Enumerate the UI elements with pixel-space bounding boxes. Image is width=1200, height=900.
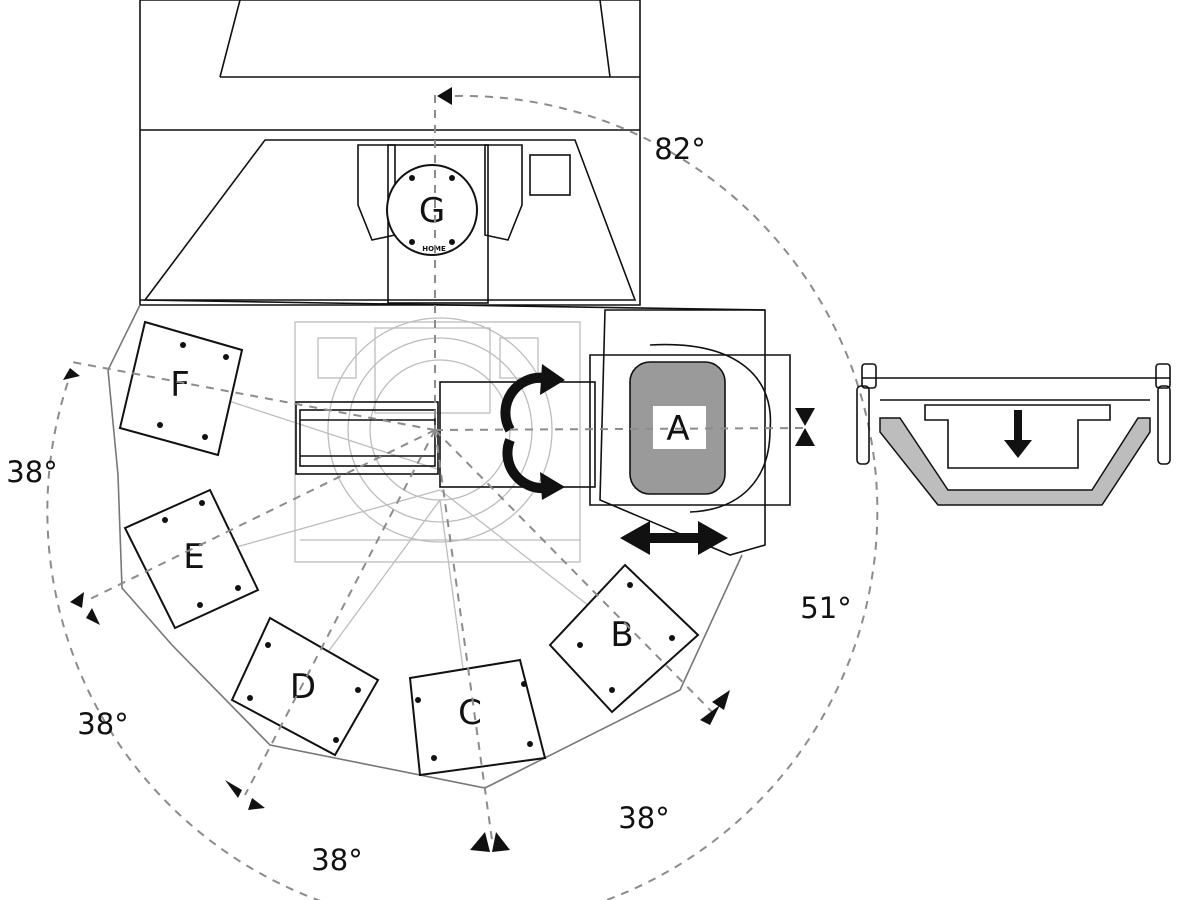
down-arrow-icon	[1004, 410, 1032, 458]
angle-label-a-b: 51°	[800, 591, 851, 625]
center-carriage	[295, 381, 596, 488]
station-d-pad	[230, 616, 380, 757]
station-b-label: B	[610, 615, 633, 655]
double-arrow-icon	[620, 521, 728, 555]
angle-guides	[46, 94, 879, 900]
station-e-pad	[123, 488, 260, 630]
station-a-frame	[589, 309, 791, 556]
station-g-label: G	[419, 191, 445, 231]
arc-arrowheads	[63, 87, 815, 852]
station-c-pad	[408, 658, 547, 777]
angle-label-d-e: 38°	[77, 707, 128, 741]
station-f-pad	[118, 320, 244, 457]
station-f-label: F	[170, 365, 190, 405]
station-g-housing	[139, 0, 766, 311]
angle-label-c-d: 38°	[311, 843, 362, 877]
side-view-detail	[856, 363, 1171, 506]
station-e-label: E	[183, 537, 204, 577]
angle-label-g-a: 82°	[654, 132, 705, 166]
angle-label-e-f: 38°	[6, 455, 57, 489]
station-c-label: C	[458, 693, 482, 733]
angle-label-b-c: 38°	[618, 801, 669, 835]
station-b-pad	[548, 563, 700, 714]
curved-arrow-icon	[500, 364, 565, 500]
station-g-mount	[357, 144, 523, 256]
